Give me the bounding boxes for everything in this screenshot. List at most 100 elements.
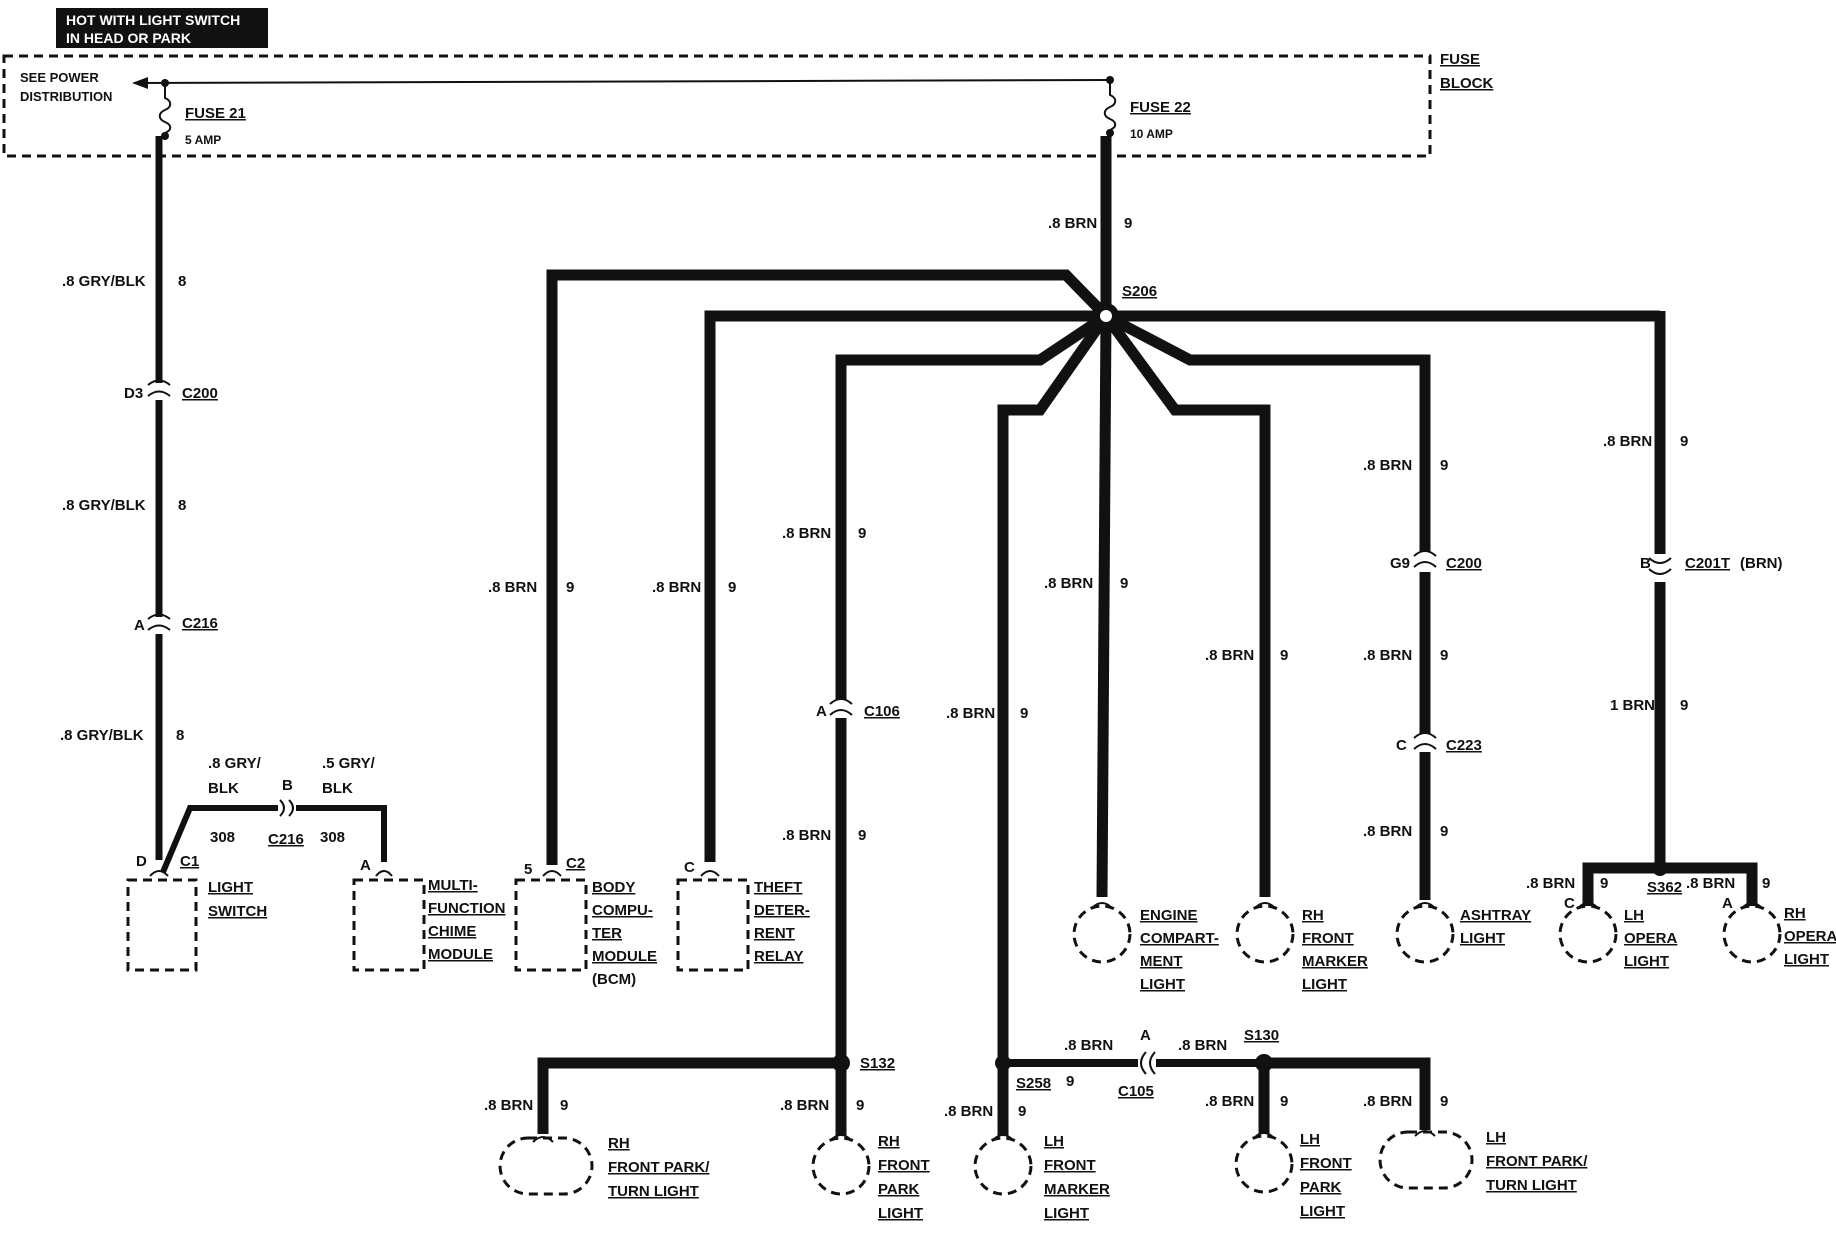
c106-branch-upper <box>835 311 1110 700</box>
rh-park-label-4: LIGHT <box>878 1205 923 1222</box>
c105-pin: A <box>1140 1027 1151 1044</box>
ashtray-label-2: LIGHT <box>1460 930 1505 947</box>
light-switch-pin-d: D <box>136 853 147 870</box>
bcm-pin-5: 5 <box>524 861 532 878</box>
rh-marker-label-3: MARKER <box>1302 953 1368 970</box>
s132-splice <box>832 1054 850 1072</box>
lh-marker-label-2: FRONT <box>1044 1157 1096 1174</box>
s206-label: S206 <box>1122 283 1157 300</box>
lh-opera-label-2: OPERA <box>1624 930 1678 947</box>
bcm-circuit: 9 <box>566 579 574 596</box>
opera-c201-label: C201T <box>1685 555 1730 572</box>
s132-label: S132 <box>860 1055 895 1072</box>
c105-label: C105 <box>1118 1083 1154 1100</box>
c106-wire-upper: .8 BRN <box>782 525 831 542</box>
opera-circuit-2: 9 <box>1680 697 1688 714</box>
bcm-wire: .8 BRN <box>488 579 537 596</box>
jumper-wire1-line2: BLK <box>208 780 239 797</box>
jumper-c216-label: C216 <box>268 831 304 848</box>
fuse-block-label-2: BLOCK <box>1440 75 1493 92</box>
s130-splice <box>1255 1054 1273 1072</box>
main-feed-circuit: 9 <box>1124 215 1132 232</box>
rh-marker-branch <box>1101 312 1271 897</box>
theft-circuit: 9 <box>728 579 736 596</box>
lh-park-turn-wire: .8 BRN <box>1363 1093 1412 1110</box>
rh-front-marker-light: RH FRONT MARKER LIGHT <box>1235 902 1368 993</box>
lh-park-turn-label-1: LH <box>1486 1129 1506 1146</box>
light-switch-pin-c1: C1 <box>180 853 199 870</box>
c106-connector-icon <box>829 698 853 716</box>
bcm-label-1: BODY <box>592 879 635 896</box>
jumper-wire1-line1: .8 GRY/ <box>208 755 262 772</box>
lh-park-turn-label-2: FRONT PARK/ <box>1486 1153 1588 1170</box>
theft-branch <box>704 310 1106 862</box>
lh-park-circuit: 9 <box>1280 1093 1288 1110</box>
c106-wire-lower: .8 BRN <box>782 827 831 844</box>
lh-front-circuit: 9 <box>1020 705 1028 722</box>
c106-label: C106 <box>864 703 900 720</box>
hot-label-line1: HOT WITH LIGHT SWITCH <box>66 12 240 28</box>
jumper-wire2-line2: BLK <box>322 780 353 797</box>
lh-front-park-turn-light: LH FRONT PARK/ TURN LIGHT <box>1378 1129 1588 1194</box>
engine-label-3: MENT <box>1140 953 1183 970</box>
ashtray-c200-connector-icon <box>1413 550 1437 568</box>
fuse-block-label-1: FUSE <box>1440 51 1480 68</box>
lh-marker-label-3: MARKER <box>1044 1181 1110 1198</box>
lh-marker-wire: .8 BRN <box>944 1103 993 1120</box>
c105-wire-right: .8 BRN <box>1178 1037 1227 1054</box>
lh-opera-label-1: LH <box>1624 907 1644 924</box>
lh-park-wire: .8 BRN <box>1205 1093 1254 1110</box>
wire-label: .8 GRY/BLK <box>62 273 146 290</box>
rh-park-turn-label-1: RH <box>608 1135 630 1152</box>
light-switch-label-1: LIGHT <box>208 879 253 896</box>
chime-module: A MULTI- FUNCTION CHIME MODULE <box>352 857 506 972</box>
fuse-bus-line <box>133 79 1111 84</box>
c216-pin: A <box>134 617 145 634</box>
wire-label: .8 GRY/BLK <box>60 727 144 744</box>
fuse-block-outline <box>2 54 1432 158</box>
ashtray-c223-connector-icon <box>1413 732 1437 750</box>
theft-label-4: RELAY <box>754 948 803 965</box>
jumper-wire2-line1: .5 GRY/ <box>322 755 376 772</box>
s362-splice <box>1652 860 1668 876</box>
lh-marker-label-1: LH <box>1044 1133 1064 1150</box>
rh-park-circuit: 9 <box>856 1097 864 1114</box>
ashtray-circuit-3: 9 <box>1440 823 1448 840</box>
c106-pin: A <box>816 703 827 720</box>
opera-wire-2: 1 BRN <box>1610 697 1655 714</box>
chime-label-4: MODULE <box>428 946 493 963</box>
rh-park-turn-label-2: FRONT PARK/ <box>608 1159 710 1176</box>
lh-park-label-3: PARK <box>1300 1179 1342 1196</box>
c200-connector-icon <box>147 379 171 397</box>
hot-label: HOT WITH LIGHT SWITCH IN HEAD OR PARK <box>56 8 268 48</box>
ashtray-circuit-1: 9 <box>1440 457 1448 474</box>
ashtray-wire-1: .8 BRN <box>1363 457 1412 474</box>
ashtray-c223-label: C223 <box>1446 737 1482 754</box>
rh-park-label-2: FRONT <box>878 1157 930 1174</box>
circuit-number: 8 <box>178 273 186 290</box>
bcm-branch <box>546 269 1110 865</box>
c216-connector-icon <box>147 613 171 631</box>
chime-pin: A <box>360 857 371 874</box>
rh-opera-circuit: 9 <box>1762 875 1770 892</box>
hot-label-line2: IN HEAD OR PARK <box>66 30 191 46</box>
jumper-c216-connector-icon <box>279 799 294 817</box>
light-switch-label-2: SWITCH <box>208 903 267 920</box>
lh-opera-circuit: 9 <box>1600 875 1608 892</box>
bcm-pin-c2: C2 <box>566 855 585 872</box>
rh-front-park-turn-light: RH FRONT PARK/ TURN LIGHT <box>498 1135 710 1200</box>
wire-label: .8 GRY/BLK <box>62 497 146 514</box>
c106-circuit-lower: 9 <box>858 827 866 844</box>
theft-label-2: DETER- <box>754 902 810 919</box>
lh-opera-wire: .8 BRN <box>1526 875 1575 892</box>
theft-pin: C <box>684 859 695 876</box>
rh-opera-label-3: LIGHT <box>1784 951 1829 968</box>
theft-label-1: THEFT <box>754 879 802 896</box>
s130-label: S130 <box>1244 1027 1279 1044</box>
ashtray-label-1: ASHTRAY <box>1460 907 1531 924</box>
lh-opera-pin: C <box>1564 895 1575 912</box>
opera-circuit-1: 9 <box>1680 433 1688 450</box>
rh-marker-wire: .8 BRN <box>1205 647 1254 664</box>
